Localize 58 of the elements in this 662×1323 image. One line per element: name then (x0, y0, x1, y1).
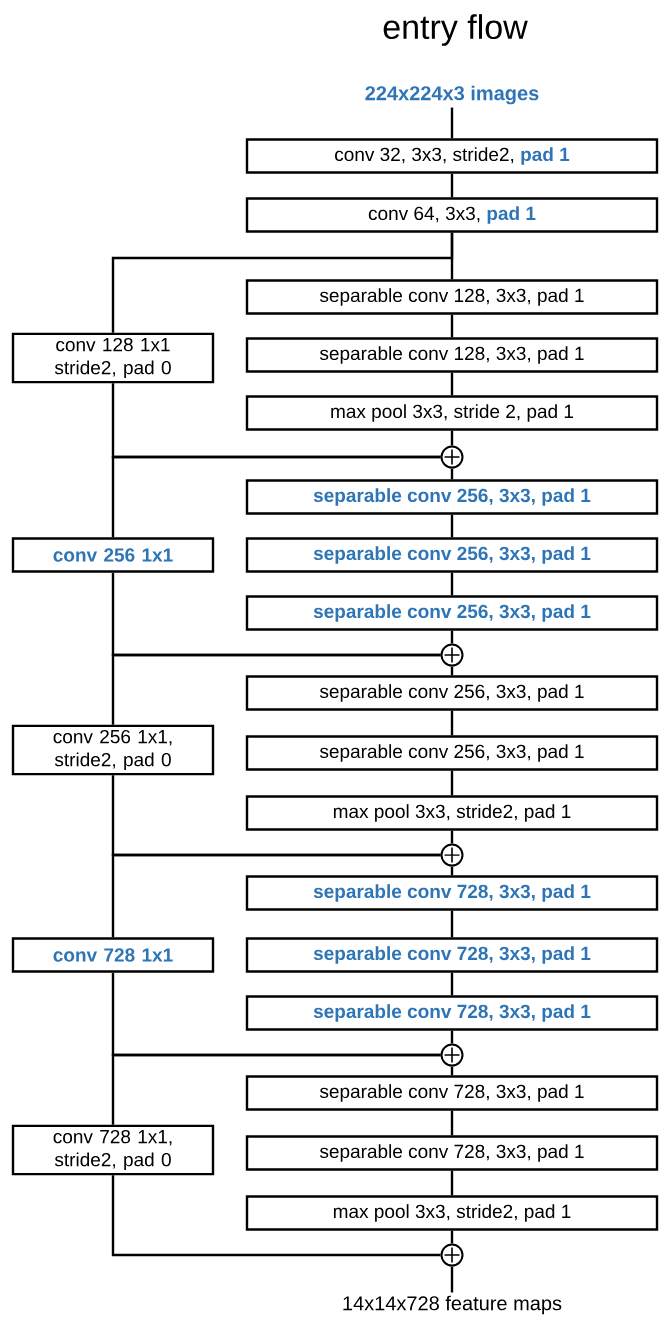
connector-line (450, 173, 454, 198)
layer-box: separable conv 256, 3x3, pad 1 (245, 735, 659, 771)
output-label: 14x14x728 feature maps (343, 1295, 562, 1315)
sum-circle (440, 445, 464, 469)
connector-line (450, 972, 454, 996)
layer-box: separable conv 728, 3x3, pad 1 (245, 875, 659, 911)
layer-box: separable conv 256, 3x3, pad 1 (245, 537, 659, 573)
connector-line (450, 514, 454, 538)
connector-line (450, 710, 454, 736)
layer-box: conv 256 1x1 (11, 537, 215, 573)
connector-line (111, 455, 441, 538)
layer-box: conv 256 1x1, stride2, pad 0 (11, 724, 215, 776)
layer-box: separable conv 128, 3x3, pad 1 (245, 279, 659, 315)
connector-line (450, 830, 454, 844)
layer-box: separable conv 256, 3x3, pad 1 (245, 675, 659, 711)
connector-line (450, 1170, 454, 1196)
sum-circle (440, 1043, 464, 1067)
connector-line (450, 866, 454, 876)
layer-box: max pool 3x3, stride2, pad 1 (245, 795, 659, 831)
title: entry flow (383, 14, 528, 46)
layer-box: separable conv 728, 3x3, pad 1 (245, 1075, 659, 1111)
layer-box: separable conv 256, 3x3, pad 1 (245, 595, 659, 631)
connector-line (450, 1110, 454, 1136)
connector-line (450, 372, 454, 396)
layer-box: conv 32, 3x3, stride2, pad 1 (245, 138, 659, 174)
connector-line (111, 853, 441, 938)
connector-line (450, 666, 454, 676)
connector-line (450, 572, 454, 596)
connector-line (450, 1066, 454, 1076)
layer-box: conv 128 1x1 stride2, pad 0 (11, 332, 215, 384)
layer-box: max pool 3x3, stride2, pad 1 (245, 1195, 659, 1231)
connector-line (111, 653, 441, 725)
connector-line (450, 468, 454, 480)
connector-line (111, 1175, 441, 1257)
layer-box: conv 728 1x1 (11, 937, 215, 973)
connector-line (450, 910, 454, 938)
layer-box: separable conv 256, 3x3, pad 1 (245, 479, 659, 515)
connector-line (450, 770, 454, 796)
layer-box: conv 64, 3x3, pad 1 (245, 197, 659, 233)
sum-circle (440, 1243, 464, 1267)
layer-box: conv 728 1x1, stride2, pad 0 (11, 1124, 215, 1176)
connector-line (450, 107, 454, 139)
layer-box: separable conv 728, 3x3, pad 1 (245, 1135, 659, 1171)
connector-line (450, 430, 454, 446)
layer-box: separable conv 728, 3x3, pad 1 (245, 995, 659, 1031)
connector-line (111, 1053, 441, 1125)
sum-circle (440, 843, 464, 867)
layer-box: separable conv 128, 3x3, pad 1 (245, 337, 659, 373)
connector-line (450, 1266, 454, 1293)
sum-circle (440, 643, 464, 667)
layer-box: max pool 3x3, stride 2, pad 1 (245, 395, 659, 431)
connector-line (450, 1030, 454, 1044)
connector-line (450, 314, 454, 338)
input-label: 224x224x3 images (365, 85, 539, 105)
connector-line (450, 630, 454, 644)
connector-line (111, 232, 454, 333)
connector-line (450, 1230, 454, 1244)
layer-box: separable conv 728, 3x3, pad 1 (245, 937, 659, 973)
